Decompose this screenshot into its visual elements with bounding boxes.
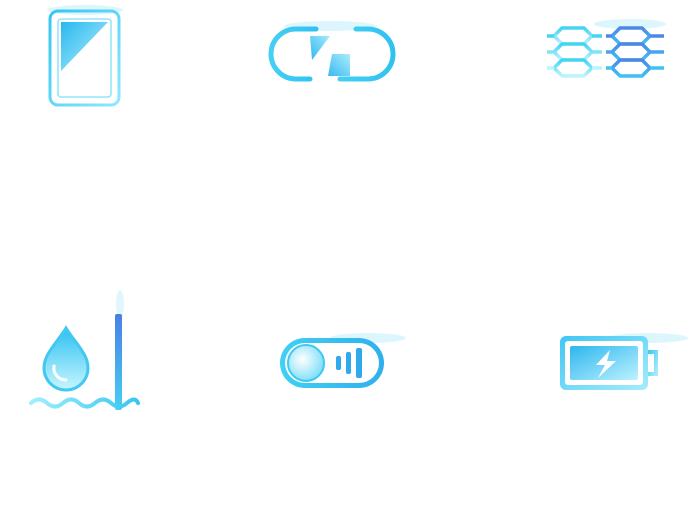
tablet-icon bbox=[40, 4, 130, 107]
hexagon-grid-icon bbox=[540, 18, 670, 90]
water-level-icon bbox=[26, 290, 146, 422]
toggle-switch-icon bbox=[270, 328, 410, 398]
refresh-icon bbox=[268, 18, 398, 88]
battery-charging-icon bbox=[552, 328, 692, 398]
